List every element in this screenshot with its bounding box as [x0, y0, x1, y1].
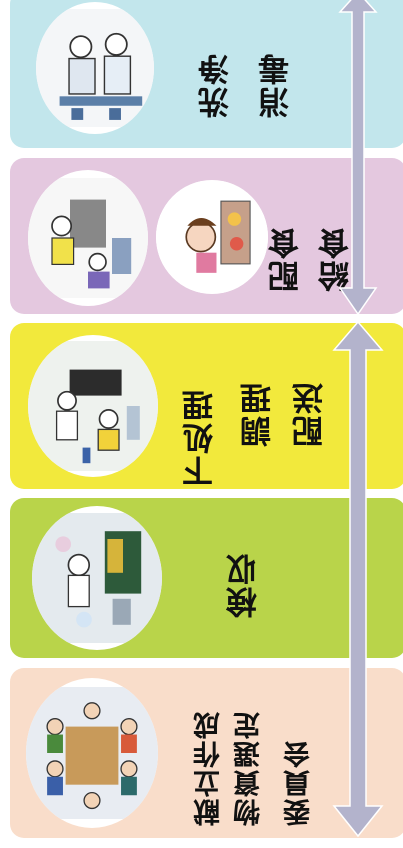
cooking-staff-illustration-icon [28, 335, 158, 477]
inspection-illustration-icon [32, 506, 162, 650]
washing-staff-illustration-icon [36, 2, 154, 134]
stage-panel-committee: 献立作成 物資選定 委員会 [10, 668, 403, 838]
lower-double-arrow [332, 320, 384, 838]
stage-panel-washing: 洗浄 消毒 [10, 0, 403, 148]
stage-panel-cooking: 下処理 調理 配送 [10, 323, 403, 489]
serving-lunch-illustration-icon [28, 170, 148, 306]
upper-double-arrow [338, 0, 378, 316]
girl-with-tray-illustration-icon [156, 180, 268, 294]
committee-meeting-illustration-icon [26, 678, 158, 828]
stage-panel-serving: 配食 給食 [10, 158, 403, 314]
stage-panel-inspection: 検収 [10, 498, 403, 658]
